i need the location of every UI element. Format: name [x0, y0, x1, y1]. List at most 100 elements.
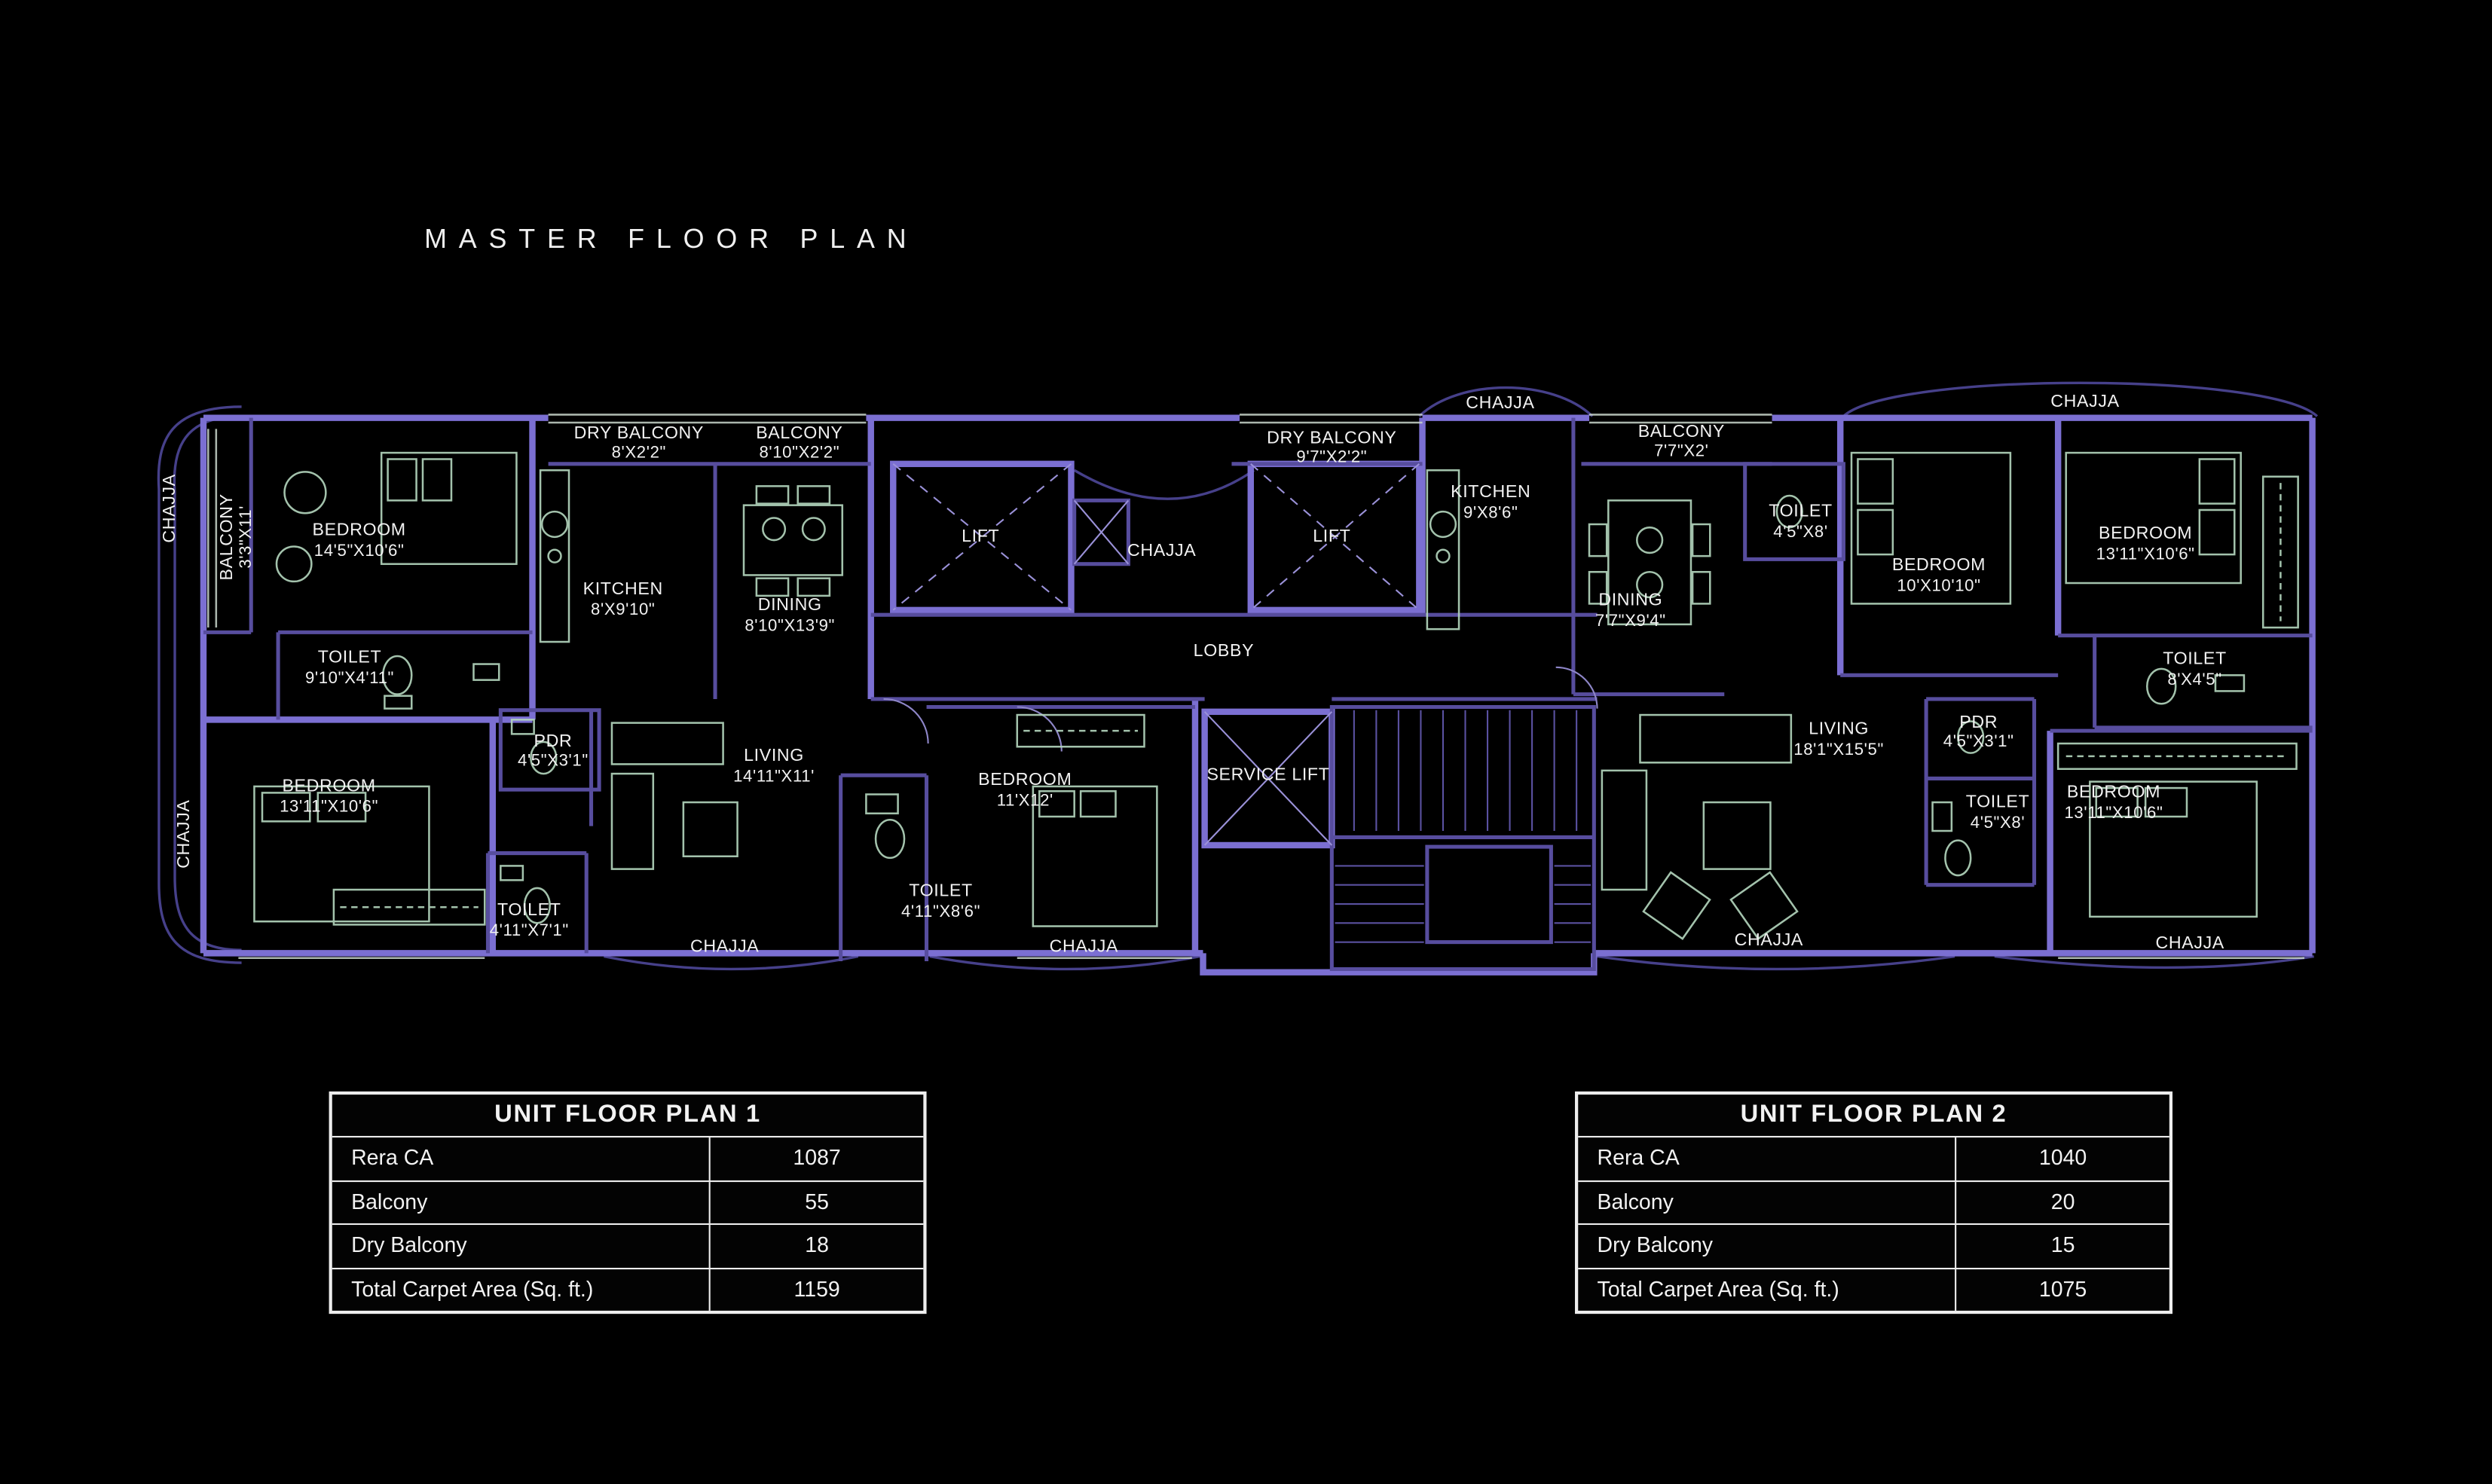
svg-text:11'X12': 11'X12': [997, 790, 1053, 809]
svg-text:TOILET: TOILET: [1966, 791, 2030, 811]
chajja-label-left-bottom: CHAJJA: [173, 800, 193, 869]
svg-text:8'X9'10": 8'X9'10": [591, 600, 655, 618]
svg-text:BEDROOM: BEDROOM: [2067, 782, 2160, 802]
svg-text:9'X8'6": 9'X8'6": [1463, 503, 1518, 522]
row-value: 18: [805, 1232, 829, 1257]
svg-text:4'5"X8': 4'5"X8': [1971, 813, 2025, 832]
svg-text:TOILET: TOILET: [2163, 649, 2227, 668]
chajja-label-top-right-2: CHAJJA: [2050, 391, 2119, 411]
table-row: Balcony 55: [332, 1181, 924, 1226]
svg-text:LIVING: LIVING: [744, 745, 804, 765]
svg-text:13'11"X10'6": 13'11"X10'6": [2096, 544, 2195, 563]
table-row: Rera CA 1087: [332, 1137, 924, 1182]
room-label-toilet-6: TOILET 4'5"X8': [1966, 791, 2030, 832]
svg-text:KITCHEN: KITCHEN: [1451, 481, 1530, 501]
lift-1-label: LIFT: [962, 526, 999, 545]
svg-text:TOILET: TOILET: [909, 880, 973, 899]
walls-layer: [200, 414, 2316, 976]
row-value: 1159: [793, 1276, 840, 1301]
svg-text:BALCONY: BALCONY: [1638, 421, 1725, 441]
row-label: Balcony: [1578, 1181, 1957, 1223]
svg-text:8'X4'5": 8'X4'5": [2167, 670, 2221, 689]
svg-text:LIVING: LIVING: [1809, 718, 1869, 737]
room-label-balcony-left: BALCONY 3'3"X11': [216, 493, 255, 580]
svg-text:BEDROOM: BEDROOM: [978, 769, 1072, 789]
svg-text:4'5"X8': 4'5"X8': [1773, 522, 1827, 541]
lobby-label: LOBBY: [1194, 640, 1255, 660]
svg-text:3'3"X11': 3'3"X11': [236, 505, 255, 569]
svg-text:PDR: PDR: [1959, 712, 1998, 731]
svg-text:14'11"X11': 14'11"X11': [733, 767, 815, 786]
row-value: 20: [2050, 1189, 2075, 1214]
chajja-label-bottom-4: CHAJJA: [2155, 933, 2224, 952]
chajja-label-bottom-1: CHAJJA: [690, 936, 759, 955]
chajja-label-center: CHAJJA: [1127, 540, 1196, 560]
svg-text:8'10"X13'9": 8'10"X13'9": [745, 615, 835, 634]
svg-text:BALCONY: BALCONY: [756, 423, 842, 442]
unit-floor-plan-1-table: UNIT FLOOR PLAN 1 Rera CA 1087 Balcony 5…: [329, 1091, 927, 1315]
svg-text:18'1"X15'5": 18'1"X15'5": [1793, 740, 1884, 759]
svg-text:4'5"X3'1": 4'5"X3'1": [518, 751, 589, 770]
page-title: MASTER FLOOR PLAN: [424, 224, 919, 255]
chajja-label-top-right-1: CHAJJA: [1466, 392, 1534, 412]
row-label: Rera CA: [332, 1137, 711, 1180]
svg-text:8'10"X2'2": 8'10"X2'2": [759, 442, 839, 461]
room-label-toilet-5: TOILET 8'X4'5": [2163, 649, 2227, 689]
row-label: Dry Balcony: [1578, 1225, 1957, 1267]
table-row: Total Carpet Area (Sq. ft.) 1075: [1578, 1269, 2169, 1311]
svg-text:7'7"X9'4": 7'7"X9'4": [1595, 611, 1666, 630]
room-label-living-1: LIVING 14'11"X11': [733, 745, 815, 786]
svg-text:BEDROOM: BEDROOM: [2099, 523, 2192, 542]
row-value: 55: [805, 1189, 829, 1214]
chajja-label-bottom-2: CHAJJA: [1050, 936, 1118, 955]
row-value: 1040: [2038, 1145, 2087, 1170]
row-value: 1087: [793, 1145, 841, 1170]
room-label-living-2: LIVING 18'1"X15'5": [1793, 718, 1884, 759]
chajja-outline-layer: [157, 381, 2319, 971]
svg-text:13'11"X10'6": 13'11"X10'6": [280, 797, 378, 816]
svg-text:DRY BALCONY: DRY BALCONY: [574, 423, 704, 442]
table-row: Dry Balcony 15: [1578, 1225, 2169, 1269]
room-label-bedroom-1: BEDROOM 14'5"X10'6": [313, 520, 406, 560]
svg-text:BALCONY: BALCONY: [216, 493, 236, 580]
svg-text:8'X2'2": 8'X2'2": [612, 442, 666, 461]
labels-layer: CHAJJA CHAJJA CHAJJA CHAJJA CHAJJA CHAJJ…: [159, 391, 2227, 955]
svg-text:9'10"X4'11": 9'10"X4'11": [305, 668, 394, 687]
room-label-bedroom-2: BEDROOM 13'11"X10'6": [280, 775, 378, 815]
table-row: Balcony 20: [1578, 1181, 2169, 1226]
svg-text:DINING: DINING: [1598, 590, 1662, 609]
table-title: UNIT FLOOR PLAN 2: [1578, 1095, 2169, 1138]
svg-text:BEDROOM: BEDROOM: [1892, 554, 1986, 574]
row-label: Total Carpet Area (Sq. ft.): [1578, 1269, 1957, 1311]
svg-text:4'11"X7'1": 4'11"X7'1": [490, 921, 569, 939]
svg-text:BEDROOM: BEDROOM: [282, 775, 375, 795]
room-label-dining-2: DINING 7'7"X9'4": [1595, 590, 1666, 630]
table-row: Dry Balcony 18: [332, 1225, 924, 1269]
row-label: Rera CA: [1578, 1137, 1957, 1180]
row-value: 15: [2050, 1232, 2075, 1257]
row-label: Dry Balcony: [332, 1225, 711, 1267]
svg-text:14'5"X10'6": 14'5"X10'6": [314, 541, 405, 560]
lift-2-label: LIFT: [1313, 526, 1350, 545]
svg-text:7'7"X2': 7'7"X2': [1654, 441, 1708, 460]
svg-text:DRY BALCONY: DRY BALCONY: [1267, 427, 1396, 447]
table-row: Rera CA 1040: [1578, 1137, 2169, 1182]
room-label-bedroom-5: BEDROOM 13'11"X10'6": [2096, 523, 2195, 563]
svg-text:BEDROOM: BEDROOM: [313, 520, 406, 539]
